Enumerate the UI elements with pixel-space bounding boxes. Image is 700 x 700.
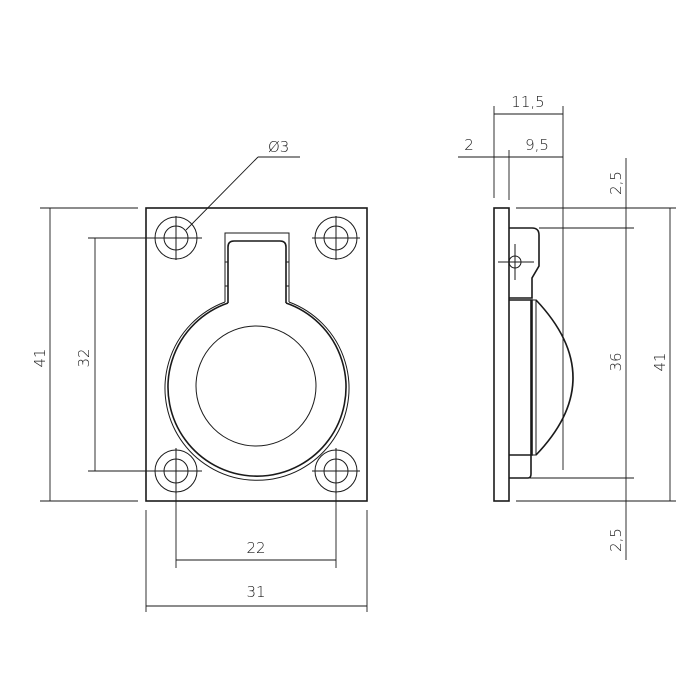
dim-side-overall-height: 41 [651, 208, 671, 501]
side-hinge-pin [498, 244, 534, 280]
mounting-hole-bottom-right [312, 448, 360, 494]
dim-side-top-offset: 2,5 [607, 158, 627, 560]
svg-text:22: 22 [246, 539, 265, 557]
mounting-hole-top-right [312, 216, 360, 260]
dim-front-overall-width: 31 [145, 510, 368, 612]
svg-text:31: 31 [246, 583, 265, 601]
dim-front-overall-height: 41 [31, 207, 138, 502]
svg-text:41: 41 [31, 348, 49, 367]
svg-text:32: 32 [75, 348, 93, 367]
svg-text:41: 41 [651, 352, 669, 371]
svg-text:36: 36 [607, 352, 625, 371]
dim-side-bottom-offset: 2,5 [607, 528, 625, 552]
svg-text:2: 2 [464, 136, 474, 154]
dim-side-plate-and-ring-depth: 2 9,5 [458, 136, 563, 200]
side-plate-outline [493, 207, 510, 502]
svg-text:11,5: 11,5 [511, 93, 544, 111]
side-view: 11,5 2 9,5 2,5 36 41 2,5 [458, 93, 676, 560]
hole-diameter-leader: Ø3 [185, 138, 300, 231]
ring-hinge-tab [224, 232, 290, 303]
side-hinge-body [509, 227, 540, 299]
pull-ring [164, 301, 350, 481]
dim-front-hole-spacing-horizontal: 22 [175, 494, 337, 568]
mounting-hole-top-left [150, 216, 202, 260]
dim-front-hole-spacing-vertical: 32 [75, 237, 150, 472]
svg-text:2,5: 2,5 [607, 528, 625, 552]
front-plate-outline [145, 207, 368, 502]
dim-side-overall-depth: 11,5 [493, 93, 564, 470]
mounting-hole-bottom-left [150, 448, 202, 494]
ring-inner-opening [195, 325, 317, 447]
side-ring-profile [509, 299, 574, 479]
hole-diameter-label: Ø3 [268, 138, 289, 156]
dim-side-ring-height: 36 [607, 352, 625, 371]
svg-text:2,5: 2,5 [607, 171, 625, 195]
svg-text:9,5: 9,5 [525, 136, 549, 154]
front-view: Ø3 41 32 22 31 [31, 138, 368, 612]
